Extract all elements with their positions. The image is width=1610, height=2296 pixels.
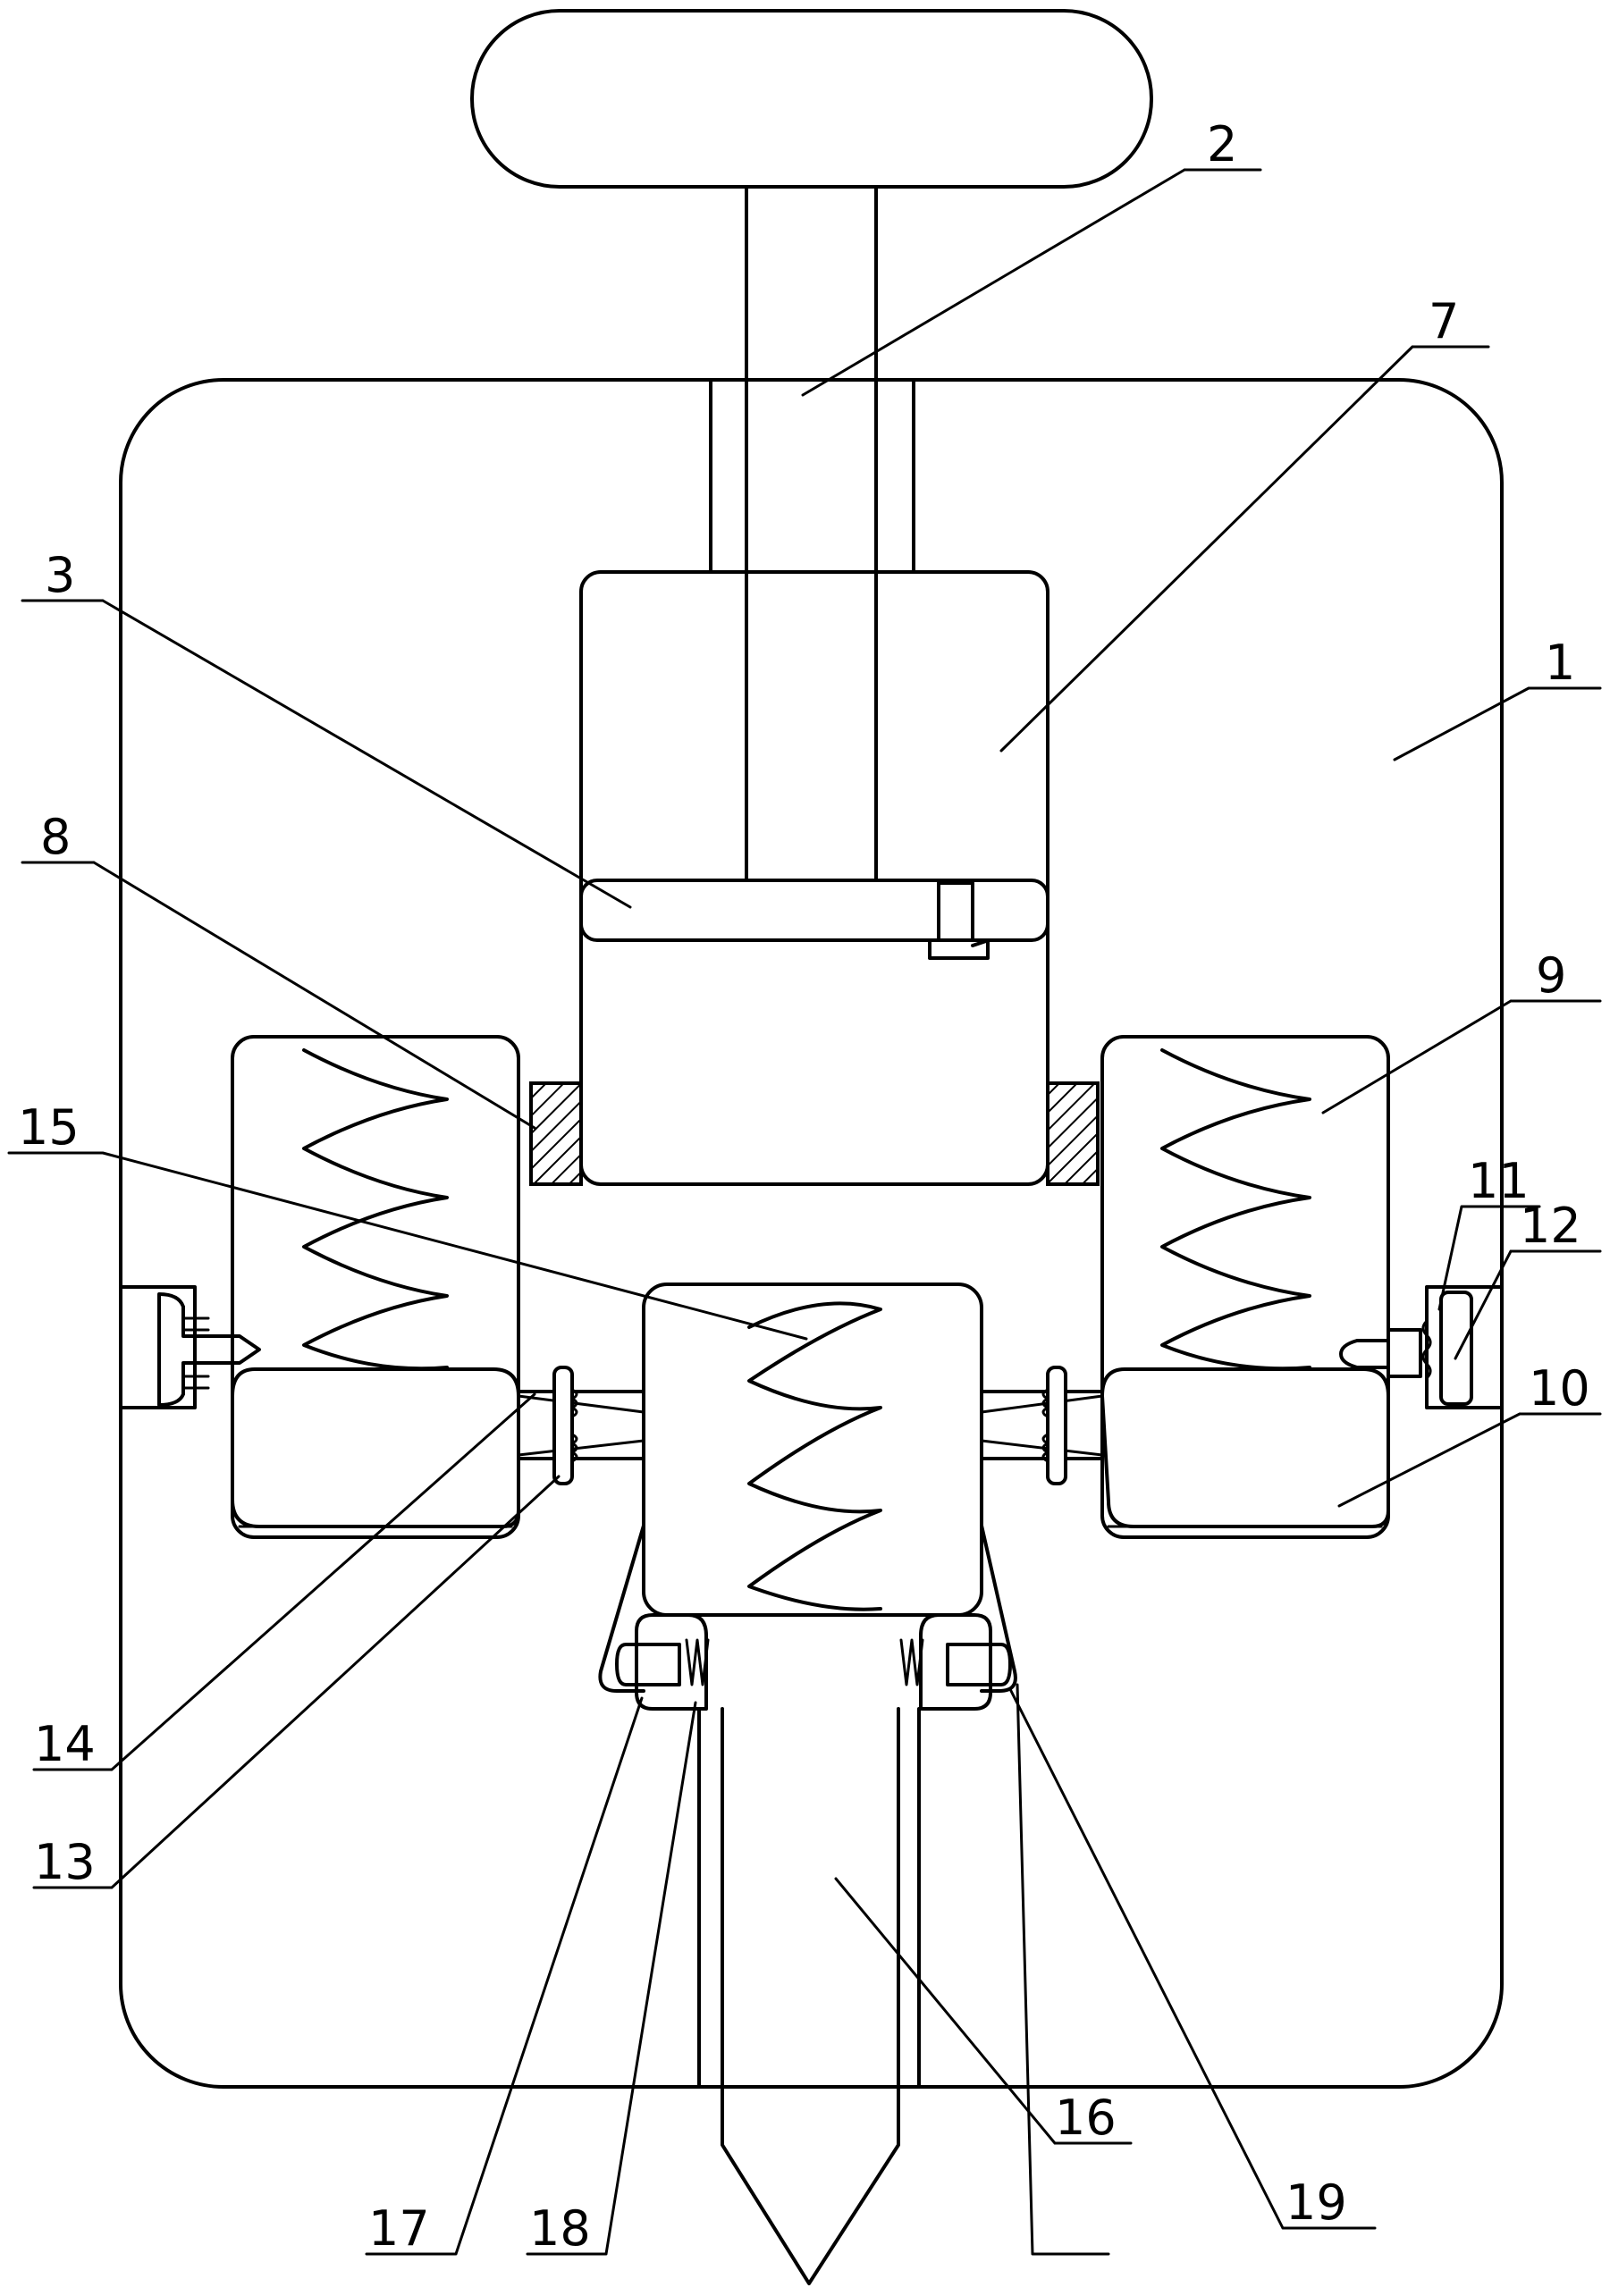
- main-body: [119, 378, 1504, 2089]
- latch-block: [937, 881, 974, 942]
- callout-label-9: 9: [1536, 947, 1566, 1004]
- right-spring-box: [1100, 1035, 1390, 1539]
- right-latch-housing: [1425, 1285, 1504, 1409]
- left-spring-box: [231, 1035, 520, 1539]
- right-latch-plate: [1439, 1291, 1473, 1406]
- hatched-spacer-right: [1046, 1081, 1100, 1186]
- callout-label-15: 15: [18, 1099, 80, 1156]
- callout-label-17: 17: [368, 2200, 430, 2257]
- right-clamp-jaw: [919, 1613, 992, 1711]
- left-clamp-spring: [685, 1638, 710, 1686]
- right-latch-bolt: [1339, 1339, 1390, 1369]
- right-seal-ring: [1046, 1366, 1067, 1485]
- left-latch-housing: [119, 1285, 197, 1409]
- callout-label-7: 7: [1429, 293, 1459, 349]
- right-latch-spring: [1421, 1319, 1432, 1380]
- callout-label-10: 10: [1529, 1360, 1590, 1417]
- probe: [721, 1707, 900, 2285]
- callout-label-14: 14: [34, 1716, 96, 1772]
- right-latch-collar: [1387, 1328, 1422, 1378]
- left-latch-spring: [181, 1316, 210, 1390]
- left-latch-bolt: [157, 1292, 261, 1407]
- callout-label-12: 12: [1520, 1198, 1581, 1254]
- hatched-spacer-left: [529, 1081, 583, 1186]
- left-seal-ring: [552, 1366, 574, 1485]
- central-spring: [747, 1301, 882, 1611]
- latch-tab: [928, 938, 990, 960]
- left-spring: [302, 1048, 449, 1371]
- callout-label-3: 3: [45, 547, 75, 603]
- callout-label-13: 13: [34, 1834, 96, 1890]
- leader-lines: [7, 168, 1602, 2256]
- callout-label-18: 18: [529, 2200, 591, 2257]
- left-clamp-pin: [615, 1643, 681, 1686]
- central-spring-housing: [642, 1283, 983, 1617]
- chamber-housing: [579, 570, 1049, 1186]
- right-clamp-pin: [946, 1643, 1012, 1686]
- left-seal-spring: [570, 1388, 578, 1463]
- callout-label-16: 16: [1055, 2090, 1117, 2146]
- left-clamp-jaw: [635, 1613, 708, 1711]
- handle-bar: [470, 9, 1153, 189]
- callout-label-2: 2: [1207, 116, 1237, 172]
- callout-label-1: 1: [1545, 635, 1575, 691]
- guide-funnel-right: [980, 1524, 1017, 1693]
- right-rod-flare: [980, 1394, 1104, 1457]
- callout-label-19: 19: [1285, 2174, 1347, 2231]
- piston-plate: [579, 879, 1049, 942]
- right-clamp-spring: [899, 1638, 924, 1686]
- callout-label-8: 8: [40, 809, 71, 865]
- right-spring: [1160, 1048, 1311, 1371]
- guide-funnel-left: [598, 1524, 645, 1693]
- left-rod-flare: [517, 1394, 645, 1457]
- callout-label-11: 11: [1468, 1153, 1530, 1209]
- right-seal-spring: [1041, 1388, 1049, 1463]
